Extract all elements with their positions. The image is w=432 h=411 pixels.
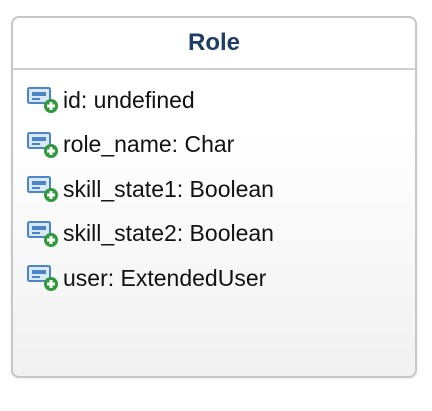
attribute-list: id: undefined role_name: Char sk	[13, 70, 415, 301]
add-attribute-icon	[27, 87, 58, 114]
class-title: Role	[187, 29, 240, 56]
attribute-row[interactable]: role_name: Char	[13, 123, 415, 168]
uml-class-box[interactable]: Role id: undefined role_name: C	[11, 16, 417, 378]
attribute-text: skill_state2: Boolean	[63, 220, 274, 247]
attribute-text: role_name: Char	[63, 131, 235, 158]
class-header: Role	[13, 18, 415, 70]
attribute-row[interactable]: user: ExtendedUser	[13, 256, 415, 301]
add-attribute-icon	[27, 131, 58, 158]
attribute-text: skill_state1: Boolean	[63, 175, 274, 202]
attribute-row[interactable]: skill_state2: Boolean	[13, 212, 415, 257]
attribute-text: user: ExtendedUser	[63, 264, 267, 291]
add-attribute-icon	[27, 265, 58, 292]
attribute-text: id: undefined	[63, 86, 195, 113]
attribute-row[interactable]: id: undefined	[13, 78, 415, 123]
add-attribute-icon	[27, 176, 58, 203]
add-attribute-icon	[27, 220, 58, 247]
attribute-row[interactable]: skill_state1: Boolean	[13, 167, 415, 212]
